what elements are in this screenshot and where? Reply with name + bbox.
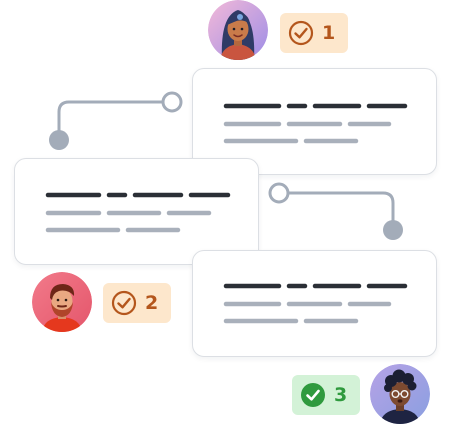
- step-number: 1: [322, 21, 336, 44]
- connector-node-open-middle: [268, 182, 290, 204]
- connector-node-open-top: [161, 91, 183, 113]
- placeholder-text-lines: [223, 283, 408, 324]
- step-card-2: [14, 158, 259, 265]
- step-badge-3: 3: [292, 375, 360, 415]
- connector-node-filled-middle: [383, 220, 403, 240]
- step-card-1: [192, 68, 437, 175]
- check-circle-outline-icon: [111, 290, 137, 316]
- connector-middle: [279, 191, 395, 229]
- check-circle-filled-icon: [301, 383, 325, 407]
- connector-node-filled-top: [49, 130, 69, 150]
- step-card-3: [192, 250, 437, 357]
- check-circle-outline-icon: [288, 20, 314, 46]
- step-badge-1: 1: [280, 13, 348, 53]
- step-badge-2: 2: [103, 283, 171, 323]
- man-red-beard-avatar: [32, 272, 92, 332]
- placeholder-text-lines: [45, 192, 231, 233]
- step-number: 3: [334, 383, 348, 406]
- woman-curly-hair-avatar: [370, 364, 430, 424]
- placeholder-text-lines: [223, 103, 408, 144]
- step-number: 2: [145, 291, 159, 314]
- connector-top: [57, 100, 172, 140]
- woman-blue-hair-avatar: [208, 0, 268, 60]
